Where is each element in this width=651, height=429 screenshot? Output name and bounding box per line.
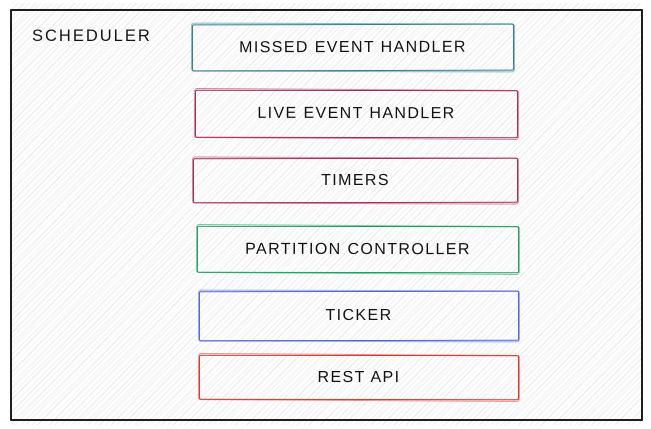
box-missed-event-handler: MISSED EVENT HANDLER <box>191 23 515 72</box>
box-live-event-handler: LIVE EVENT HANDLER <box>194 89 519 139</box>
box-partition-controller: PARTITION CONTROLLER <box>196 225 520 274</box>
box-label-missed-event-handler: MISSED EVENT HANDLER <box>239 38 467 56</box>
scheduler-container: SCHEDULER MISSED EVENT HANDLER LIVE EVEN… <box>10 3 643 425</box>
box-rest-api: REST API <box>198 354 520 401</box>
box-label-ticker: TICKER <box>325 306 393 325</box>
scheduler-title: SCHEDULER <box>32 27 152 45</box>
box-label-timers: TIMERS <box>321 171 390 189</box>
box-ticker: TICKER <box>198 290 520 342</box>
box-label-live-event-handler: LIVE EVENT HANDLER <box>257 104 456 123</box>
box-label-rest-api: REST API <box>317 368 401 386</box>
box-label-partition-controller: PARTITION CONTROLLER <box>245 240 471 258</box>
box-timers: TIMERS <box>192 157 519 204</box>
